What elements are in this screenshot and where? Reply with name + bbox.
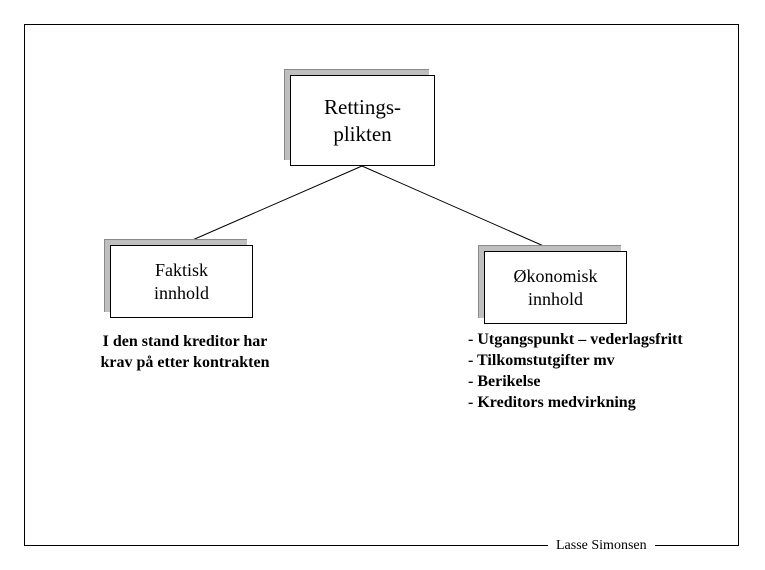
okonomisk-list-item: - Tilkomstutgifter mv <box>468 352 615 369</box>
connector-root-to-faktisk <box>180 165 363 246</box>
okonomisk-list-item: - Berikelse <box>468 373 541 390</box>
okonomisk-list-item: - Utgangspunkt – vederlagsfritt <box>468 331 683 348</box>
faktisk-description-line: krav på etter kontrakten <box>100 354 270 371</box>
okonomisk-item-list: - Utgangspunkt – vederlagsfritt - Tilkom… <box>468 329 728 413</box>
okonomisk-node: Økonomisk innhold <box>484 251 627 324</box>
connector-root-to-okonomisk <box>361 165 556 252</box>
root-node-label: Rettings- plikten <box>324 95 401 146</box>
faktisk-node: Faktisk innhold <box>110 245 253 318</box>
root-node: Rettings- plikten <box>290 75 435 166</box>
footer-author: Lasse Simonsen <box>548 537 655 555</box>
okonomisk-node-label: Økonomisk innhold <box>513 266 598 309</box>
slide-frame <box>24 24 739 546</box>
faktisk-description: I den stand kreditor har krav på etter k… <box>80 331 290 373</box>
faktisk-description-line: I den stand kreditor har <box>102 333 268 350</box>
faktisk-node-label: Faktisk innhold <box>153 260 209 303</box>
okonomisk-list-item: - Kreditors medvirkning <box>468 394 636 411</box>
